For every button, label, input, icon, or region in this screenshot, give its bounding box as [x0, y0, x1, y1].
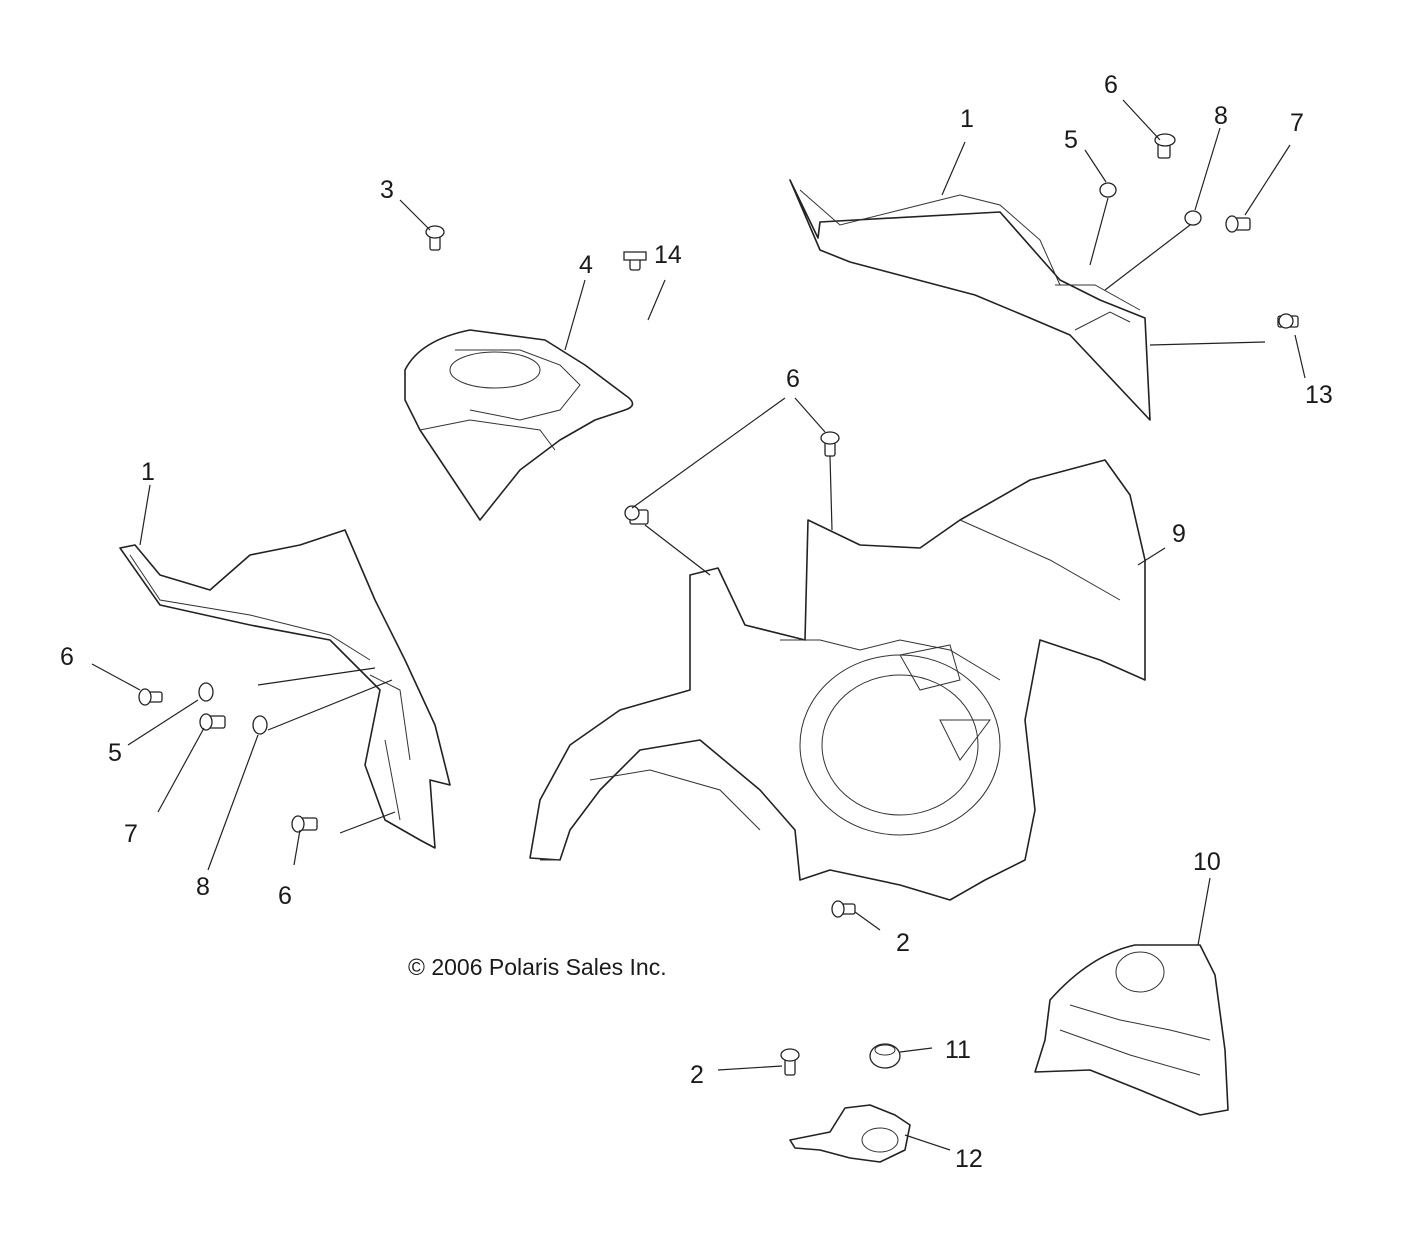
- washer-8-top: [1184, 210, 1202, 226]
- washer-8-left: [252, 715, 268, 735]
- screw-6-top: [1154, 133, 1176, 159]
- copyright-notice: © 2006 Polaris Sales Inc.: [408, 954, 667, 980]
- callout-6-center: 6: [786, 365, 800, 393]
- callout-2-center: 2: [896, 929, 910, 957]
- washer-5-top: [1099, 182, 1117, 198]
- callout-4: 4: [579, 251, 593, 279]
- callout-14: 14: [654, 241, 682, 269]
- screw-3: [425, 225, 445, 251]
- washer-5-left: [198, 682, 214, 702]
- screw-6-left-b: [291, 815, 318, 833]
- part-4-headlight-cover: [404, 329, 634, 521]
- callout-11: 11: [945, 1036, 971, 1064]
- part-1-right-side-panel: [789, 179, 1151, 421]
- bolt-14: [623, 251, 647, 271]
- screw-6-center-a: [820, 431, 840, 457]
- part-10-instrument-pod: [1034, 944, 1229, 1116]
- screw-2-bottom: [780, 1048, 800, 1076]
- part-1-left-side-panel: [119, 529, 451, 849]
- screw-7-top: [1225, 215, 1251, 233]
- screw-7-left: [199, 713, 226, 731]
- nut-11: [869, 1043, 901, 1069]
- callout-2-bottom: 2: [690, 1061, 704, 1089]
- screw-2-center: [831, 900, 856, 918]
- screw-6-center-b: [624, 505, 649, 525]
- callout-9: 9: [1172, 520, 1186, 548]
- part-12-bracket: [789, 1104, 911, 1163]
- callout-3: 3: [380, 176, 394, 204]
- callout-8-left: 8: [196, 873, 210, 901]
- hardware-items: [138, 133, 1299, 1076]
- callout-5-left: 5: [108, 739, 122, 767]
- leader-lines: [91, 99, 1306, 1151]
- callout-7-top: 7: [1290, 109, 1304, 137]
- callout-1-top: 1: [960, 105, 974, 133]
- callout-7-left: 7: [124, 820, 138, 848]
- callout-8-top: 8: [1214, 102, 1228, 130]
- callout-labels: 1 6 5 8 7 13 3 4 14 6 9 1 6 5 7 8 6 2 10…: [60, 71, 1333, 1173]
- part-9-front-cab: [529, 459, 1146, 901]
- callout-6-left-b: 6: [278, 882, 292, 910]
- callout-6-top: 6: [1104, 71, 1118, 99]
- callout-6-left-a: 6: [60, 643, 74, 671]
- callout-13: 13: [1305, 381, 1333, 409]
- screw-13: [1277, 313, 1299, 329]
- callout-10: 10: [1193, 848, 1221, 876]
- callout-5-top: 5: [1064, 126, 1078, 154]
- screw-6-left-a: [138, 688, 163, 706]
- callout-12: 12: [955, 1145, 983, 1173]
- callout-1-left: 1: [141, 458, 155, 486]
